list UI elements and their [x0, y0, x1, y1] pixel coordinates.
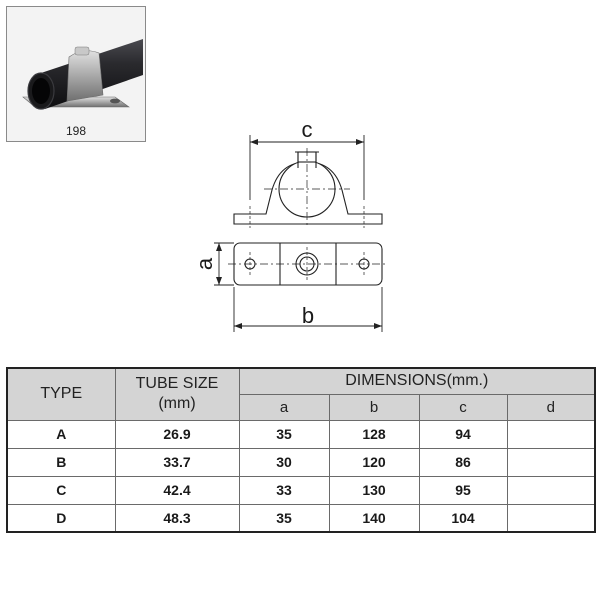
cell-a: 35: [238, 419, 330, 449]
product-number: 198: [65, 124, 87, 138]
cell-d: [506, 475, 596, 505]
cell-a: 30: [238, 447, 330, 477]
header-dimensions: DIMENSIONS(mm.): [238, 367, 596, 395]
table-row: A 26.9 35 128 94: [6, 419, 596, 449]
cell-c: 95: [418, 475, 508, 505]
cell-tube-size: 48.3: [114, 503, 240, 533]
cell-a: 33: [238, 475, 330, 505]
product-photo: 198: [6, 6, 146, 142]
cell-tube-size: 42.4: [114, 475, 240, 505]
table-row: D 48.3 35 140 104: [6, 503, 596, 533]
pipe-bracket-photo: [22, 39, 143, 110]
cell-type: A: [6, 419, 116, 449]
cell-tube-size: 26.9: [114, 419, 240, 449]
cell-c: 94: [418, 419, 508, 449]
dimensions-table: TYPE TUBE SIZE (mm) DIMENSIONS(mm.) a b …: [6, 367, 597, 533]
cell-b: 140: [328, 503, 420, 533]
cell-b: 120: [328, 447, 420, 477]
cell-d: [506, 419, 596, 449]
cell-c: 104: [418, 503, 508, 533]
header-tube-size-unit: (mm): [158, 395, 196, 413]
cell-d: [506, 447, 596, 477]
table-row: B 33.7 30 120 86: [6, 447, 596, 477]
technical-drawing: c a b: [192, 117, 388, 332]
cell-type: D: [6, 503, 116, 533]
header-tube-size-label: TUBE SIZE: [135, 375, 219, 393]
header-dim-a: a: [238, 393, 330, 421]
cell-c: 86: [418, 447, 508, 477]
cell-a: 35: [238, 503, 330, 533]
header-dim-b: b: [328, 393, 420, 421]
table-row: C 42.4 33 130 95: [6, 475, 596, 505]
cell-tube-size: 33.7: [114, 447, 240, 477]
cell-d: [506, 503, 596, 533]
header-type: TYPE: [6, 367, 116, 421]
header-dim-d: d: [506, 393, 596, 421]
cell-type: B: [6, 447, 116, 477]
cell-b: 130: [328, 475, 420, 505]
header-dim-c: c: [418, 393, 508, 421]
header-tube-size: TUBE SIZE (mm): [114, 367, 240, 421]
dimension-c-label: c: [302, 117, 313, 142]
dimension-b-label: b: [302, 303, 314, 328]
dimension-a-label: a: [192, 257, 217, 270]
cell-type: C: [6, 475, 116, 505]
cell-b: 128: [328, 419, 420, 449]
